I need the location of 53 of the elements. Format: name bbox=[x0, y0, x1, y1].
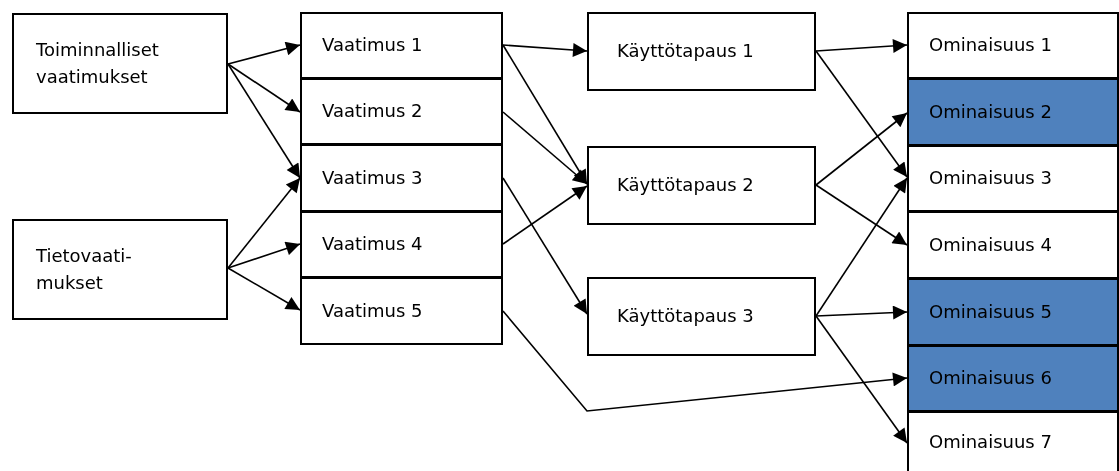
feature-row bbox=[907, 211, 1119, 279]
box-label: Ominaisuus 6 bbox=[929, 366, 1052, 391]
box-label: Käyttötapaus 1 bbox=[617, 39, 754, 64]
arrow bbox=[815, 305, 908, 320]
box-label: Vaatimus 3 bbox=[322, 165, 423, 190]
arrow bbox=[227, 41, 301, 65]
box-label: Vaatimus 1 bbox=[322, 33, 423, 58]
feature-row bbox=[907, 12, 1119, 79]
arrow bbox=[502, 185, 588, 245]
box-label: Käyttötapaus 3 bbox=[617, 304, 754, 329]
arrow bbox=[502, 177, 588, 315]
arrow bbox=[227, 267, 301, 311]
arrow bbox=[502, 310, 908, 412]
source-box bbox=[12, 219, 228, 320]
box-label: Toiminnalliset vaatimukset bbox=[36, 38, 160, 89]
box-label: Ominaisuus 5 bbox=[929, 299, 1052, 324]
box-label: Käyttötapaus 2 bbox=[617, 173, 754, 198]
box-label: Ominaisuus 1 bbox=[929, 33, 1052, 58]
arrow bbox=[502, 44, 588, 185]
box-label: Ominaisuus 7 bbox=[929, 429, 1052, 454]
feature-row bbox=[907, 78, 1119, 146]
box-label: Ominaisuus 3 bbox=[929, 166, 1052, 191]
arrow bbox=[502, 111, 588, 185]
arrow bbox=[815, 50, 908, 178]
use-case-box bbox=[587, 12, 816, 91]
arrow bbox=[815, 315, 908, 444]
arrow bbox=[502, 43, 588, 57]
box-label: Vaatimus 2 bbox=[322, 99, 423, 124]
requirement-row bbox=[300, 144, 503, 212]
requirement-row bbox=[300, 277, 503, 345]
requirement-row bbox=[300, 78, 503, 145]
arrow bbox=[815, 38, 908, 53]
feature-row bbox=[907, 411, 1119, 471]
arrow bbox=[227, 177, 301, 269]
feature-row bbox=[907, 345, 1119, 412]
box-label: Ominaisuus 2 bbox=[929, 99, 1052, 124]
source-box bbox=[12, 13, 228, 114]
arrow bbox=[227, 241, 301, 269]
box-label: Tietovaati- mukset bbox=[36, 244, 133, 295]
arrow bbox=[815, 184, 908, 246]
box-label: Vaatimus 5 bbox=[322, 298, 423, 323]
requirement-row bbox=[300, 211, 503, 278]
box-label: Vaatimus 4 bbox=[322, 232, 423, 257]
arrow bbox=[227, 63, 301, 113]
use-case-box bbox=[587, 277, 816, 356]
arrow bbox=[227, 63, 301, 179]
arrow bbox=[815, 177, 908, 317]
feature-row bbox=[907, 278, 1119, 346]
use-case-box bbox=[587, 146, 816, 225]
feature-row bbox=[907, 145, 1119, 212]
requirement-row bbox=[300, 12, 503, 79]
arrow bbox=[815, 112, 908, 186]
box-label: Ominaisuus 4 bbox=[929, 232, 1052, 257]
